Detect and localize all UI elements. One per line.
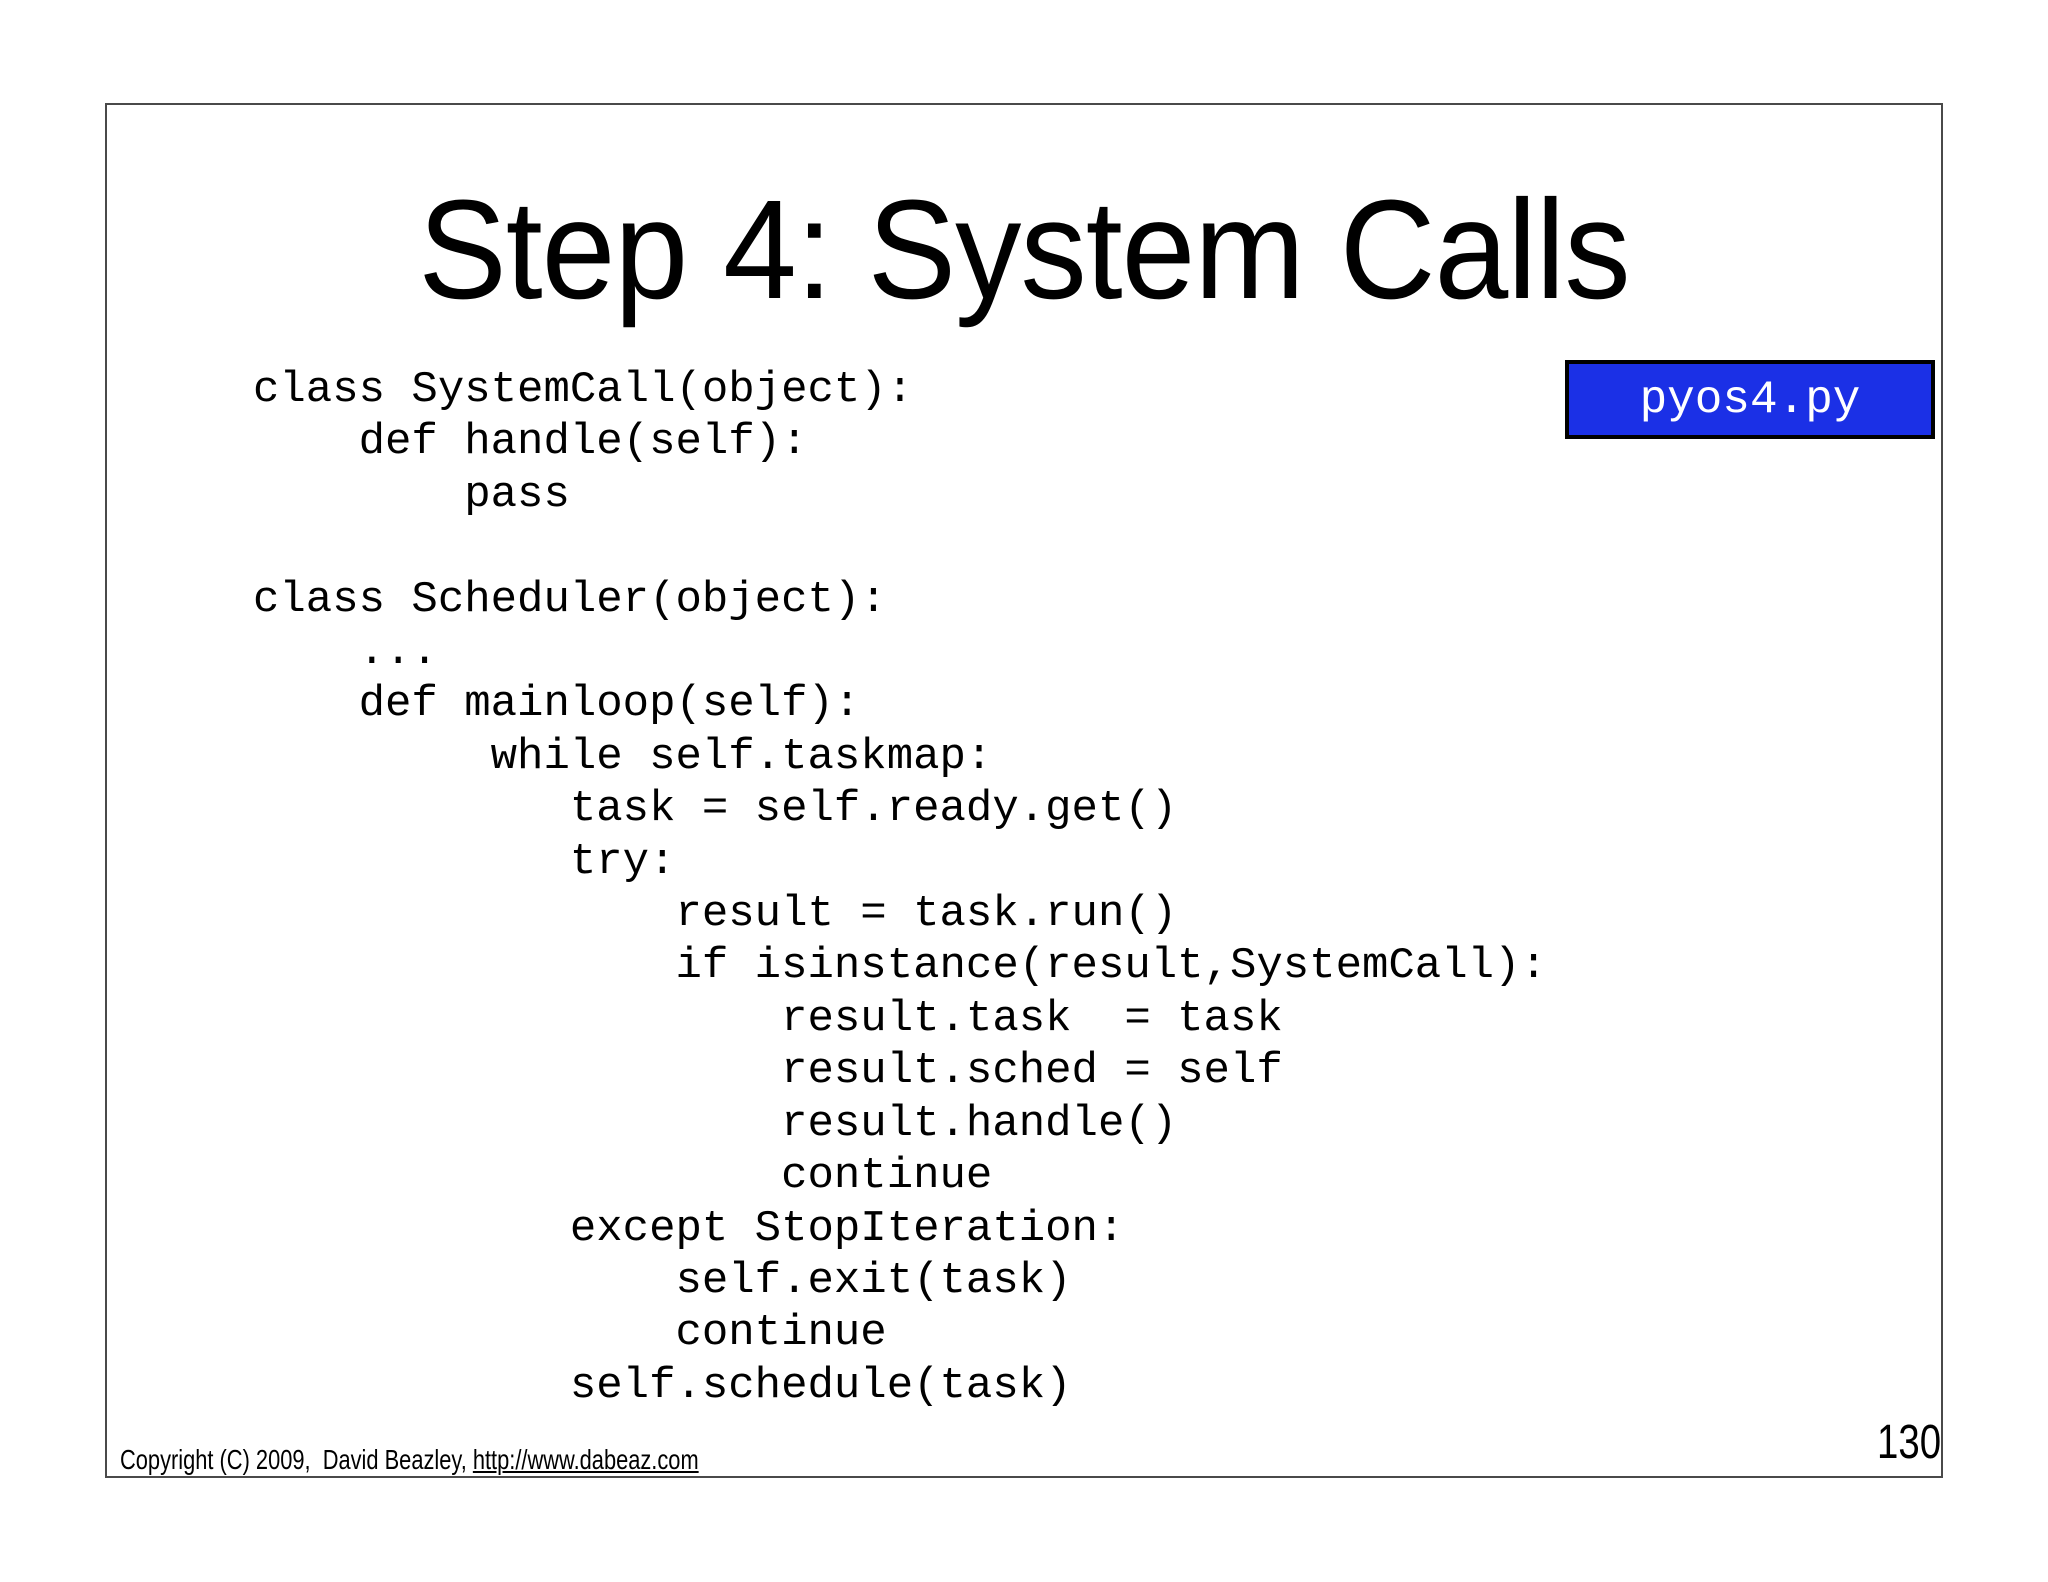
slide-title: Step 4: System Calls xyxy=(418,170,1630,328)
copyright-text: Copyright (C) 2009, David Beazley, xyxy=(120,1444,473,1475)
code-block: class SystemCall(object): def handle(sel… xyxy=(253,365,1547,1411)
dabeaz-link[interactable]: http://www.dabeaz.com xyxy=(472,1444,699,1475)
filename-badge-label: pyos4.py xyxy=(1639,373,1861,426)
footer: Copyright (C) 2009, David Beazley, http:… xyxy=(120,1443,699,1477)
filename-badge: pyos4.py xyxy=(1565,360,1935,439)
slide: Step 4: System Calls class SystemCall(ob… xyxy=(105,103,1943,1478)
page-number: 130 xyxy=(1876,1416,1941,1469)
